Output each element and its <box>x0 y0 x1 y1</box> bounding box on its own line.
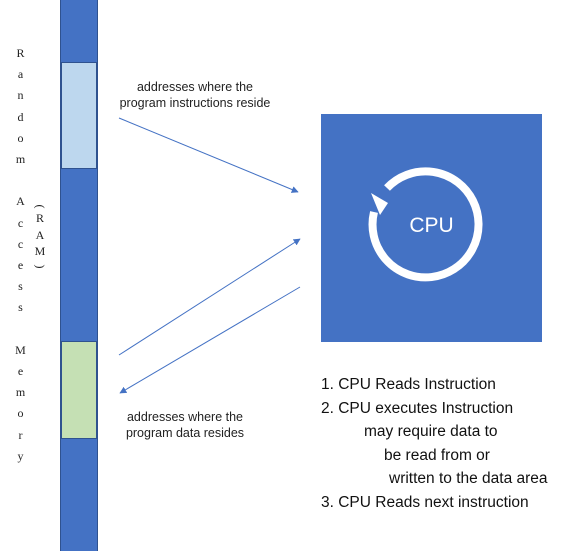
ram-abbrev-letter: M <box>34 244 46 258</box>
ram-abbrev-letter: R <box>35 211 44 225</box>
memory-label-letter: n <box>17 88 25 103</box>
memory-label-letter: c <box>17 236 25 251</box>
memory-label-letter: o <box>17 130 25 145</box>
instruction-address-block <box>61 62 97 169</box>
memory-label-letter: M <box>15 342 27 357</box>
step-2-detail-1: may require data to <box>364 423 498 440</box>
cpu-label: CPU <box>409 214 454 237</box>
memory-label-letter: R <box>16 46 26 60</box>
memory-label-letter: c <box>17 215 25 230</box>
step-2-detail-2: be read from or <box>384 446 490 464</box>
caption-line: program instructions reside <box>119 96 271 110</box>
memory-label-letter: e <box>17 364 25 378</box>
memory-label-letter: s <box>18 300 24 315</box>
cycle-arrow-icon <box>368 167 483 282</box>
caption-line: program data resides <box>125 426 245 440</box>
memory-label-letter: s <box>18 279 24 294</box>
step-2-detail-3: written to the data area <box>389 470 548 487</box>
cpu-box: CPU <box>321 114 542 342</box>
instruction-addresses-caption: addresses where the program instructions… <box>100 79 290 111</box>
memory-label-letter: a <box>17 67 25 82</box>
memory-label-letter: d <box>17 109 25 124</box>
caption-line: addresses where the <box>126 410 244 424</box>
memory-label-letter: m <box>15 385 27 400</box>
memory-label-letter: e <box>17 258 25 272</box>
memory-bar <box>60 0 98 551</box>
memory-label-letter: m <box>15 152 27 166</box>
data-address-block <box>61 341 97 439</box>
cpu-steps-list: 1. CPU Reads Instruction 2. CPU executes… <box>320 373 582 514</box>
memory-label-letter: A <box>16 194 26 209</box>
data-write-arrow <box>119 286 301 394</box>
memory-label-letter: y <box>17 448 25 463</box>
data-read-arrow <box>118 238 301 356</box>
ram-abbrev-letter: A <box>35 228 45 242</box>
step-3: 3. CPU Reads next instruction <box>321 493 529 511</box>
memory-label-letter: o <box>17 406 25 421</box>
caption-line: addresses where the <box>136 80 254 94</box>
memory-label-letter: r <box>18 427 24 442</box>
data-addresses-caption: addresses where the program data resides <box>110 409 260 441</box>
step-2: 2. CPU executes Instruction <box>321 399 514 417</box>
ram-abbrev-letter: ) <box>33 264 48 269</box>
step-1: 1. CPU Reads Instruction <box>321 376 496 393</box>
instruction-fetch-arrow <box>118 117 299 193</box>
